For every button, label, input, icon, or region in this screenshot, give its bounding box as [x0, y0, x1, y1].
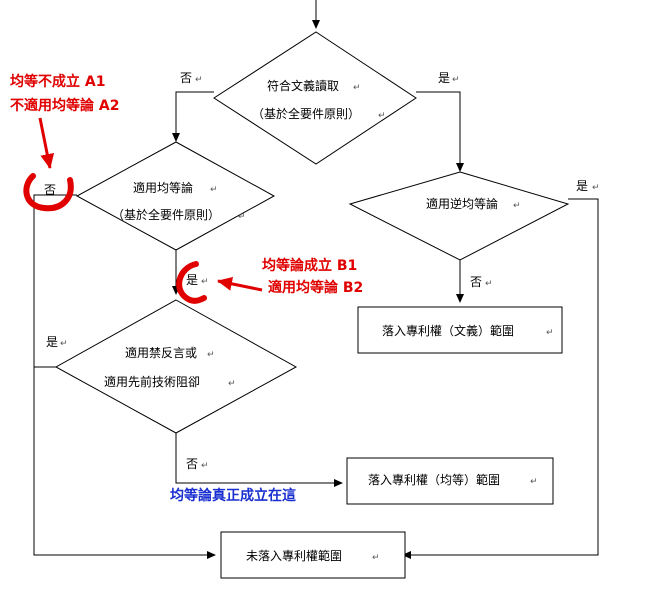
- svg-text:↵: ↵: [201, 461, 209, 471]
- box-literal-scope: [357, 306, 563, 354]
- red-arrow-b: [217, 276, 263, 292]
- svg-text:↵: ↵: [372, 553, 380, 563]
- box-none-label: 未落入專利權範圍: [246, 548, 342, 563]
- d4-line1: 適用禁反言或: [125, 345, 197, 360]
- annotation-a2: 不適用均等論 A2: [10, 97, 119, 114]
- svg-text:↵: ↵: [60, 339, 68, 349]
- d2-line1: 適用均等論: [133, 180, 193, 195]
- svg-text:↵: ↵: [452, 75, 460, 85]
- label-no-2: 否: [44, 183, 56, 197]
- decision-estoppel-prior-art: [54, 299, 298, 434]
- svg-text:↵: ↵: [201, 277, 209, 287]
- annotation-blue: 均等論真正成立在這: [170, 487, 296, 504]
- svg-text:↵: ↵: [530, 477, 538, 487]
- box-literal-label: 落入專利權（文義）範圍: [382, 323, 514, 338]
- connectors: [33, 0, 599, 559]
- svg-text:↵: ↵: [195, 75, 203, 85]
- annotation-a1: 均等不成立 A1: [10, 73, 105, 90]
- d2-line2: （基於全要件原則）: [112, 207, 220, 222]
- d3-line1: 適用逆均等論: [426, 196, 498, 211]
- label-yes-3: 是: [576, 179, 588, 193]
- label-yes-4: 是: [46, 335, 58, 349]
- red-bracket-b: [176, 261, 207, 304]
- red-arrow-a: [38, 117, 55, 169]
- svg-text:↵: ↵: [546, 328, 554, 338]
- d4-line2: 適用先前技術阻卻: [104, 374, 200, 389]
- svg-text:↵: ↵: [353, 83, 361, 93]
- d1-line1: 符合文義讀取: [267, 78, 339, 93]
- decision-literal-reading: [213, 31, 417, 165]
- svg-text:↵: ↵: [238, 212, 246, 222]
- label-no-3: 否: [470, 275, 482, 289]
- red-circle-a: [23, 173, 74, 212]
- paragraph-marks: ↵ ↵ ↵ ↵ ↵ ↵ ↵ ↵ ↵ ↵ ↵ ↵ ↵ ↵ ↵ ↵ ↵: [60, 75, 600, 563]
- box-not-in-scope: [220, 531, 406, 579]
- annotation-b1: 均等論成立 B1: [262, 257, 357, 274]
- svg-text:↵: ↵: [513, 201, 521, 211]
- label-no-1: 否: [180, 71, 192, 85]
- annotation-b2: 適用均等論 B2: [268, 279, 363, 296]
- svg-text:↵: ↵: [592, 183, 600, 193]
- svg-text:↵: ↵: [378, 111, 386, 121]
- label-yes-2: 是: [186, 273, 198, 287]
- d1-line2: （基於全要件原則）: [252, 106, 360, 121]
- svg-text:↵: ↵: [207, 350, 215, 360]
- svg-text:↵: ↵: [228, 379, 236, 389]
- label-yes-1: 是: [438, 71, 450, 85]
- label-no-4: 否: [186, 457, 198, 471]
- decision-doctrine-of-equivalents: [75, 141, 276, 251]
- box-equivalent-scope: [346, 457, 554, 505]
- svg-text:↵: ↵: [210, 185, 218, 195]
- svg-text:↵: ↵: [485, 279, 493, 289]
- decision-reverse-doctrine: [348, 171, 570, 261]
- box-equiv-label: 落入專利權（均等）範圍: [368, 472, 500, 487]
